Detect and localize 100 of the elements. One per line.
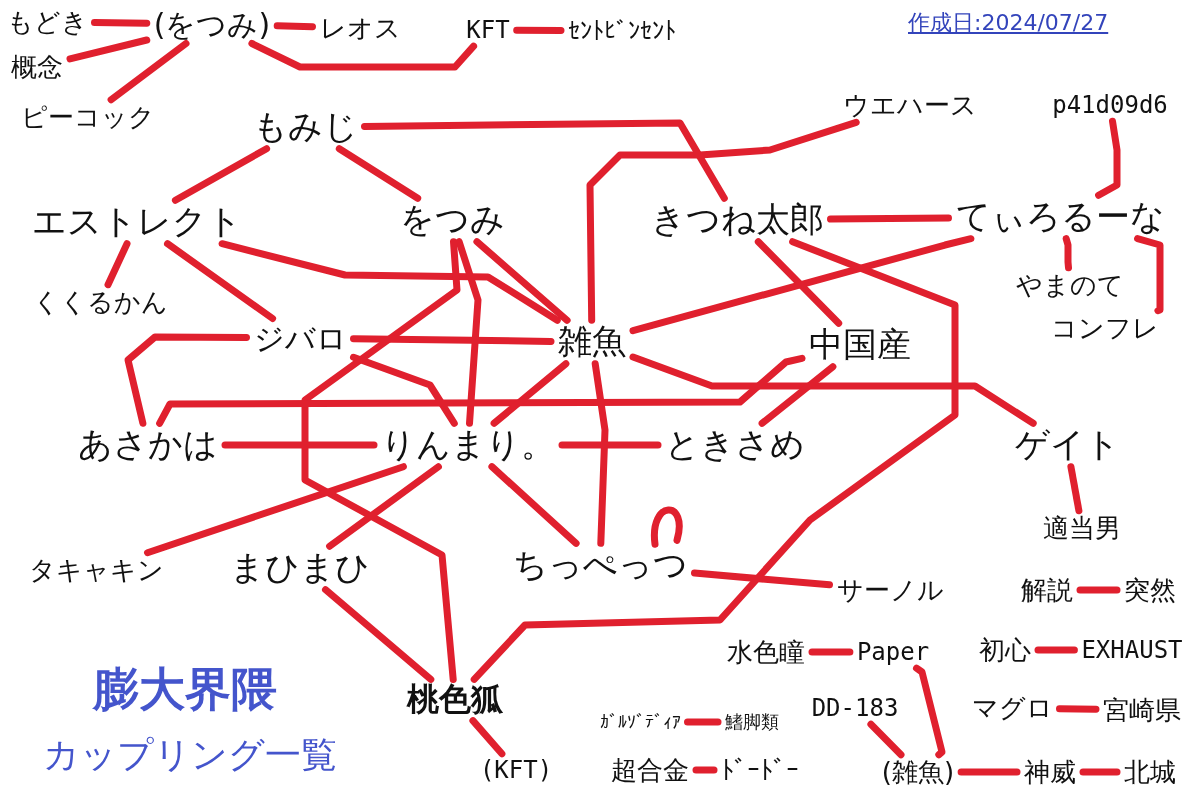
user-name: タキャキン [25, 555, 167, 585]
user-name: 鰭脚類 [722, 712, 782, 732]
connector-line [469, 717, 506, 758]
connector-line [156, 354, 806, 427]
user-name: 解説 [1018, 575, 1076, 605]
user-name: エストレクト [29, 203, 245, 241]
connector-line [273, 22, 316, 31]
connector-line [1034, 646, 1078, 654]
connector-line [650, 506, 683, 548]
connector-line [957, 768, 1021, 776]
user-name: ｾﾝﾄﾋﾞﾝｾﾝﾄ [565, 17, 679, 45]
connector-line [361, 119, 728, 202]
connector-line [66, 36, 151, 63]
user-name: マグロ [968, 693, 1056, 723]
connector-line [586, 118, 860, 324]
connector-line [1067, 463, 1083, 515]
user-name: てぃろるーな [952, 198, 1168, 236]
connector-line [144, 463, 407, 557]
user-name: ときさめ [662, 426, 808, 464]
connector-line [107, 40, 190, 104]
connector-line [124, 333, 250, 427]
user-name: あさかは [75, 426, 221, 464]
connector-line [629, 235, 975, 335]
connector-line [455, 238, 482, 427]
user-name: p41d09d6 [1049, 91, 1171, 119]
date-text: 作成日:2024/07/27 [908, 9, 1109, 37]
user-name: ﾄﾞｰﾄﾞｰ [718, 755, 802, 785]
user-name: サーノル [833, 575, 947, 605]
user-name: きつね太郎 [647, 201, 827, 239]
connector-line [221, 441, 378, 449]
user-name: ちっぺっつ [509, 546, 691, 584]
connector-line [754, 238, 843, 327]
connector-line [1056, 705, 1100, 713]
user-name: 中国産 [806, 326, 914, 364]
connector-line [827, 214, 952, 223]
user-name: 宮崎県 [1100, 695, 1184, 725]
connector-line [684, 718, 722, 726]
connector-line [104, 240, 131, 289]
connector-line [808, 648, 854, 656]
user-name: ピーコック [18, 102, 158, 132]
connector-line [335, 145, 422, 202]
connector-line [322, 586, 435, 683]
user-name: 適当男 [1040, 513, 1124, 543]
user-name: (雑魚) [878, 757, 958, 787]
connector-line [1079, 768, 1121, 776]
connector-line [171, 145, 271, 204]
user-name: まひまひ [227, 549, 373, 587]
connector-line [629, 353, 1037, 427]
user-name: Paper [853, 638, 933, 666]
user-name: EXHAUST [1078, 636, 1186, 664]
user-name: もみじ [249, 108, 361, 146]
user-name: 超合金 [608, 755, 692, 785]
connector-line [1095, 117, 1121, 199]
user-name: (をつみ) [150, 7, 274, 41]
user-name: コンフレ [1048, 313, 1162, 343]
connector-line [164, 240, 277, 322]
user-name: ｶﾞﾙｿﾞﾃﾞｨｱ [596, 712, 684, 732]
user-name: やまのて [1013, 270, 1127, 300]
connector-line [513, 26, 565, 34]
connector-line [867, 720, 905, 759]
user-name: りんまり。 [378, 426, 558, 464]
connector-line [350, 335, 555, 345]
user-name: もどき [3, 7, 91, 37]
user-name: 北城 [1121, 757, 1179, 787]
user-name: くくるかん [29, 287, 171, 317]
user-name: 初心 [976, 635, 1034, 665]
subtitle: カップリング一覧 [43, 732, 337, 777]
connector-line [488, 463, 580, 547]
connector-line [470, 238, 959, 683]
user-name: 突然 [1121, 575, 1179, 605]
user-name: 水色瞳 [724, 637, 808, 667]
connector-line [326, 463, 442, 550]
connector-line [473, 238, 571, 324]
user-name: ジバロ [250, 321, 350, 355]
user-name: をつみ [396, 201, 508, 239]
connector-line [350, 353, 458, 427]
user-name: 神威 [1021, 757, 1079, 787]
user-name: 桃色狐 [404, 682, 506, 718]
user-name: レオス [316, 13, 404, 43]
user-name: ウエハース [840, 90, 980, 120]
user-name: 概念 [8, 52, 66, 82]
user-name: (KFT) [476, 756, 556, 784]
user-name: 雑魚 [555, 323, 629, 361]
title: 膨大界隈 [93, 661, 277, 718]
connector-line [91, 19, 151, 27]
connector-line [301, 238, 461, 683]
user-name: ゲイト [1011, 426, 1123, 464]
connector-line [692, 766, 718, 774]
user-name: KFT [463, 16, 513, 44]
connector-line [490, 360, 570, 427]
connector-line [1062, 235, 1072, 272]
user-name: DD-183 [808, 694, 902, 722]
connector-line [913, 664, 946, 759]
connector-line [691, 569, 833, 589]
connector-line [218, 240, 561, 324]
connector-line [758, 363, 837, 427]
connector-line [1076, 586, 1121, 594]
connector-line [1134, 235, 1164, 315]
connector-line [248, 40, 478, 71]
connector-line [558, 441, 662, 449]
